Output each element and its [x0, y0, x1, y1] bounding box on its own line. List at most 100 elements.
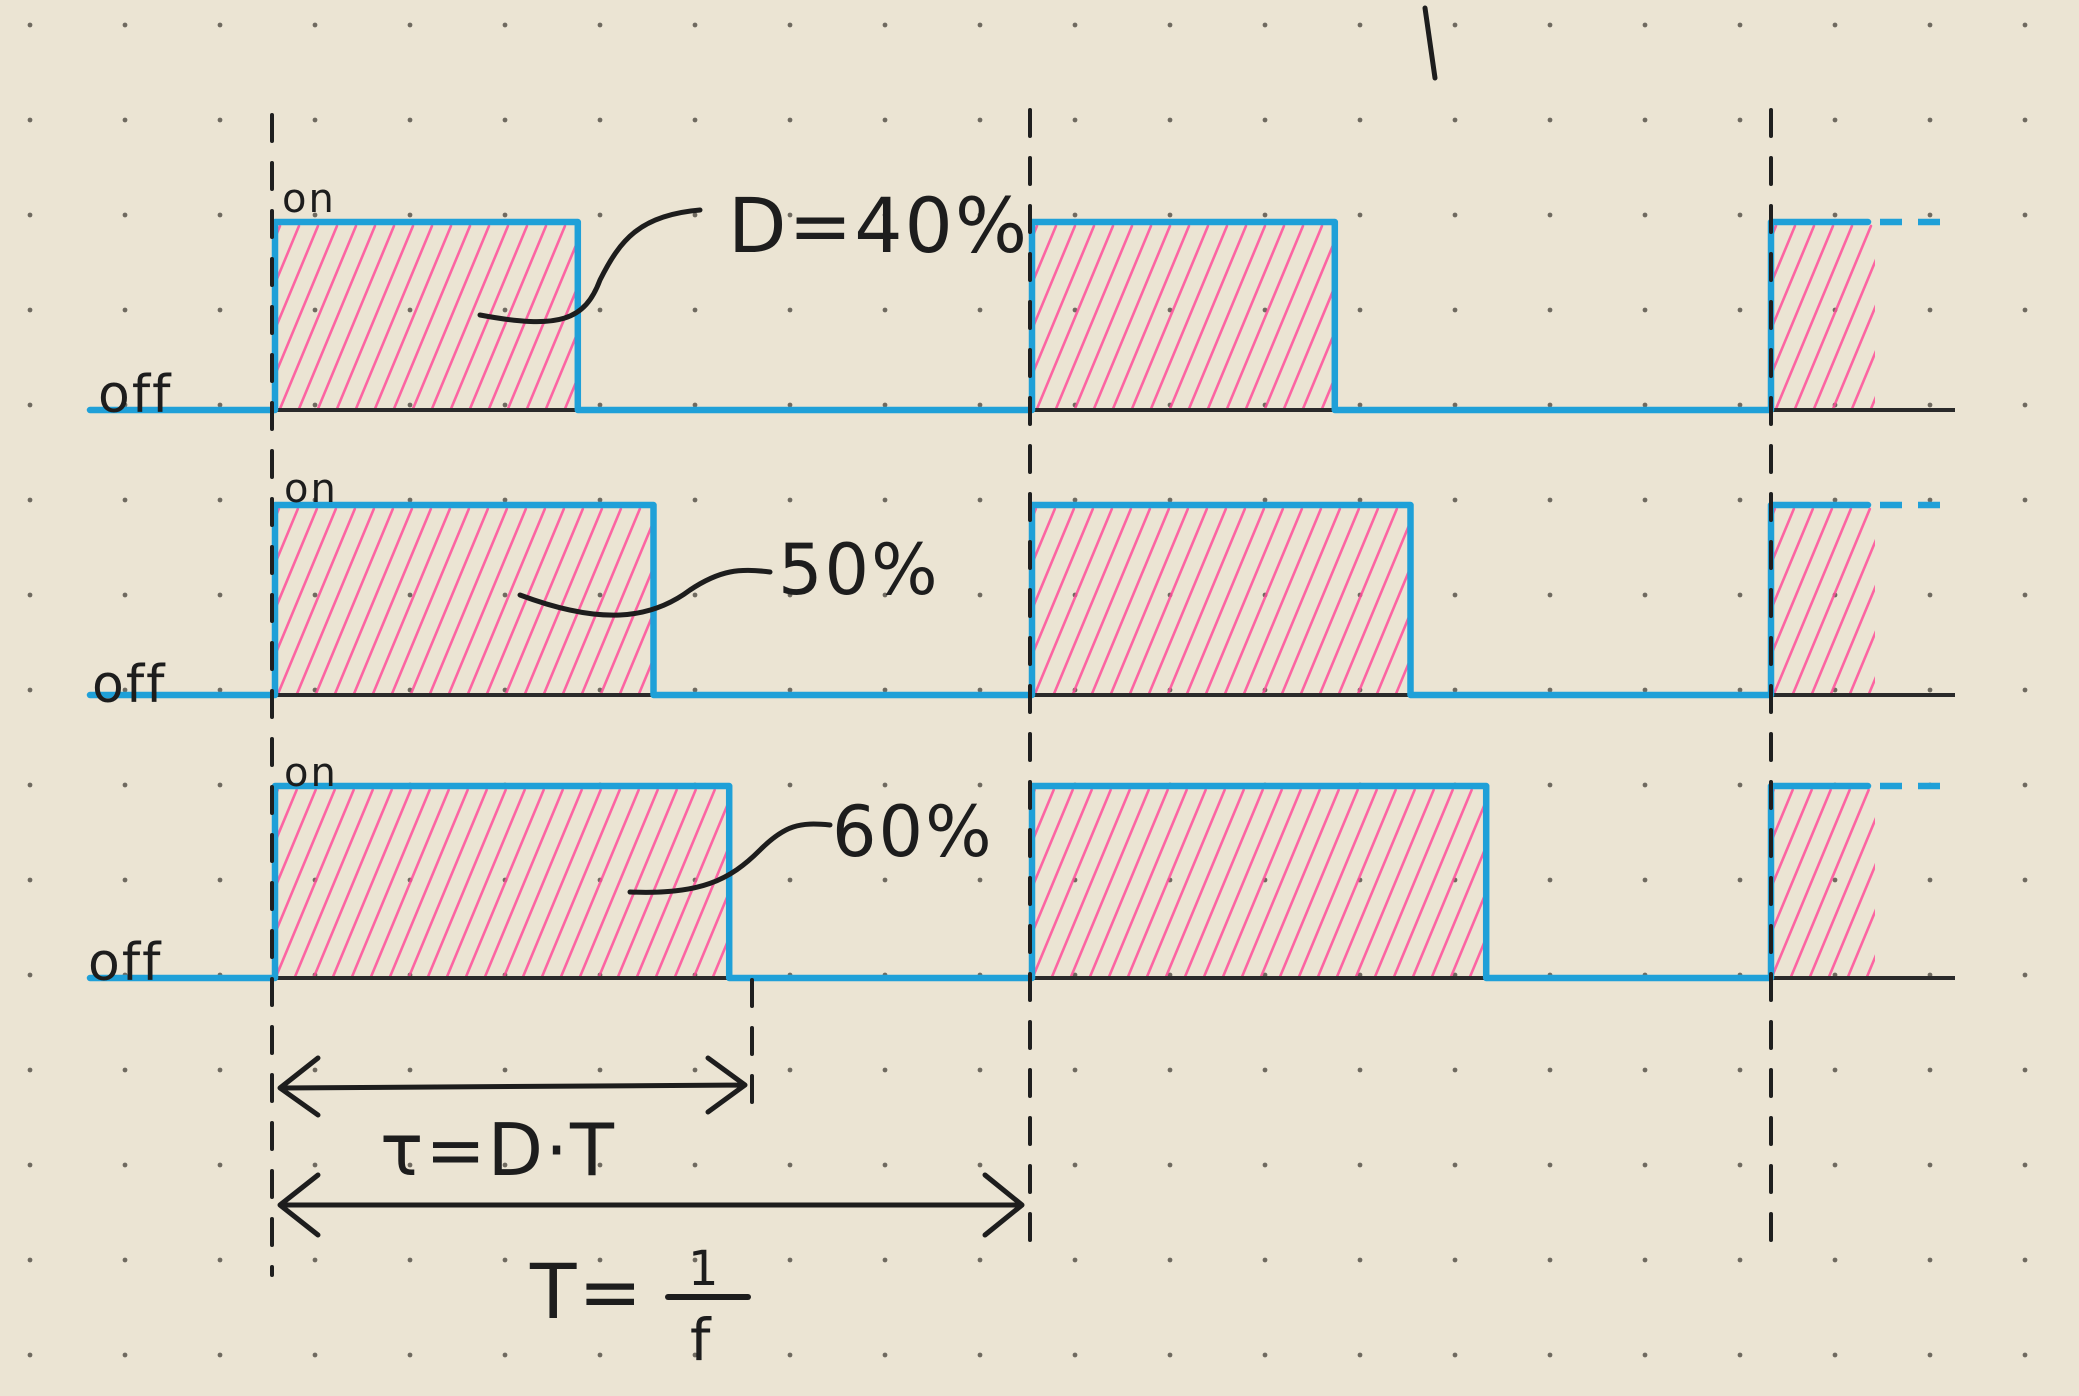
grid-dot [787, 402, 793, 408]
hatch-stroke [673, 843, 730, 978]
grid-dot [1167, 22, 1173, 28]
grid-dot [27, 1257, 33, 1263]
on-interval-hatch [1581, 507, 1875, 701]
hatch-stroke [1032, 224, 1096, 379]
grid-dot [1642, 1162, 1648, 1168]
hatch-stroke [1242, 507, 1323, 695]
grid-dot [27, 212, 33, 218]
hatch-stroke [1335, 788, 1416, 978]
grid-dot [27, 1162, 33, 1168]
grid-dot [1262, 1352, 1268, 1358]
hatch-stroke [388, 788, 469, 978]
grid-dot [977, 1067, 983, 1073]
hatch-stroke [1771, 224, 1778, 242]
hatch-stroke [1090, 507, 1171, 695]
hatch-stroke [1883, 790, 1964, 984]
hatch-stroke [1299, 507, 1380, 695]
hatch-stroke [1771, 507, 1777, 522]
grid-dot [27, 592, 33, 598]
grid-dot [407, 402, 413, 408]
grid-dot [502, 402, 508, 408]
grid-dot [882, 782, 888, 788]
hatch-stroke [407, 788, 488, 978]
grid-dot [882, 22, 888, 28]
grid-dot [1927, 1352, 1933, 1358]
grid-dot [787, 687, 793, 693]
hatch-stroke [1771, 788, 1775, 800]
grid-dot [1072, 1067, 1078, 1073]
grid-dot [407, 1257, 413, 1263]
hatch-stroke [275, 788, 355, 978]
grid-dot [2022, 1352, 2028, 1358]
grid-dot [1737, 1162, 1743, 1168]
hatch-stroke [1338, 226, 1417, 416]
grid-dot [122, 592, 128, 598]
leader-line-50 [517, 567, 773, 618]
hatch-stroke [1297, 788, 1378, 978]
grid-dot [1642, 117, 1648, 123]
grid-dot [597, 117, 603, 123]
grid-dot [787, 782, 793, 788]
hatch-stroke [1259, 788, 1340, 978]
hatch-stroke [1887, 226, 1966, 416]
hatch-stroke [521, 788, 602, 978]
grid-dot [787, 1162, 793, 1168]
grid-dot [882, 117, 888, 123]
hatch-stroke [352, 507, 433, 695]
grid-dot [1832, 877, 1838, 883]
grid-dot [27, 1067, 33, 1073]
hatch-stroke [1638, 509, 1718, 701]
grid-dot [122, 782, 128, 788]
hatch-stroke [1581, 509, 1661, 701]
hatch-stroke [1240, 788, 1321, 978]
hatch-stroke [1206, 224, 1286, 410]
hatch-stroke [1032, 788, 1112, 978]
grid-dot [1737, 307, 1743, 313]
hatch-stroke [428, 507, 509, 695]
grid-dot [2022, 782, 2028, 788]
grid-dot [312, 1162, 318, 1168]
hatch-stroke [748, 790, 829, 984]
period-markers [270, 108, 1773, 1277]
grid-dot [1452, 307, 1458, 313]
grid-dot [1737, 402, 1743, 408]
grid-dot [1832, 1067, 1838, 1073]
hatch-stroke [1032, 507, 1095, 659]
grid-dot [1452, 1352, 1458, 1358]
hatch-stroke [1126, 788, 1207, 978]
grid-dot [1547, 1352, 1553, 1358]
hatch-stroke [178, 790, 259, 984]
grid-dot [1262, 22, 1268, 28]
hatch-stroke [1617, 790, 1698, 984]
hatch-stroke [1032, 507, 1038, 522]
grid-dot [977, 687, 983, 693]
hatch-stroke [1789, 788, 1870, 978]
hatch-stroke [161, 509, 241, 701]
hatch-stroke [1278, 788, 1359, 978]
hatch-stroke [1621, 226, 1700, 416]
grid-dot [502, 22, 508, 28]
hatch-stroke [597, 788, 678, 978]
hatch-stroke [295, 507, 376, 695]
grid-dot [1452, 1162, 1458, 1168]
row-on-label: on [282, 176, 336, 222]
grid-dot [1737, 687, 1743, 693]
hatch-stroke [1202, 788, 1283, 978]
hatch-stroke [373, 224, 453, 410]
grid-dot [1642, 307, 1648, 313]
hatch-stroke [1827, 862, 1875, 978]
hatch-stroke [1187, 224, 1267, 410]
hatch-stroke [1430, 843, 1487, 978]
grid-dot [407, 1162, 413, 1168]
grid-dot [2022, 877, 2028, 883]
grid-dot [1357, 117, 1363, 123]
hatch-stroke [275, 224, 339, 379]
grid-dot [502, 212, 508, 218]
hatch-stroke [1793, 224, 1873, 410]
grid-dot [312, 307, 318, 313]
grid-dot [2022, 592, 2028, 598]
grid-dot [502, 592, 508, 598]
grid-dot [977, 1162, 983, 1168]
grid-dot [1737, 1067, 1743, 1073]
hatch-stroke [182, 226, 261, 416]
